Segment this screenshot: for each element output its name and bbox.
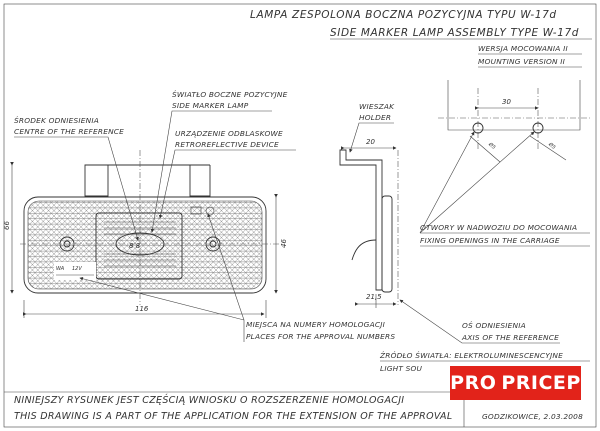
dim-66: 66 xyxy=(3,221,11,230)
label-approval-places-pl: MIEJSCA NA NUMERY HOMOLOGACJI xyxy=(246,320,385,329)
propricep-logo: PRO PRICEP xyxy=(450,366,581,400)
footer-note-pl: NINIEJSZY RYSUNEK JEST CZĘŚCIĄ WNIOSKU O… xyxy=(14,394,404,406)
lamp-body xyxy=(23,196,267,294)
fixing-hole-2 xyxy=(532,122,544,134)
label-mounting-version-pl: WERSJA MOCOWANIA II xyxy=(478,44,568,53)
label-reference-axis-en: AXIS OF THE REFERENCE xyxy=(461,333,559,342)
label-holder-en: HOLDER xyxy=(359,113,391,122)
dim-46: 46 xyxy=(280,239,288,248)
side-marker-module xyxy=(95,212,183,280)
label-reference-axis-pl: OŚ ODNIESIENIA xyxy=(462,321,526,330)
lamp-front-view: 8 8 WA 12V xyxy=(20,150,285,305)
side-view: WIESZAK HOLDER 20 21,5 xyxy=(339,102,399,308)
label-fixing-openings-pl: OTWORY W NADWOZIU DO MOCOWANIA xyxy=(420,223,577,232)
label-retroreflective-en: RETROREFLECTIVE DEVICE xyxy=(175,140,279,149)
logo-text-pro: PRO xyxy=(450,372,497,394)
fixing-hole-1 xyxy=(472,122,484,134)
dim-21-5: 21,5 xyxy=(366,293,382,301)
label-reference-centre-en: CENTRE OF THE REFERENCE xyxy=(14,127,124,136)
label-holder-pl: WIESZAK xyxy=(359,102,395,111)
front-dimensions: 116 66 46 xyxy=(3,162,288,318)
mounting-version-ii: WERSJA MOCOWANIA II MOUNTING VERSION II … xyxy=(438,44,590,163)
label-reference-centre-pl: ŚRODEK ODNIESIENIA xyxy=(14,116,99,125)
title-pl: LAMPA ZESPOLONA BOCZNA POZYCYJNA TYPU W-… xyxy=(250,9,557,21)
wa-mark: WA xyxy=(56,266,65,272)
label-approval-places-en: PLACES FOR THE APPROVAL NUMBERS xyxy=(246,332,395,341)
dim-30: 30 xyxy=(502,98,511,106)
center-digits: 8 8 xyxy=(129,242,141,250)
logo-text-pricep: PRICEP xyxy=(501,372,581,394)
footer-place-date: GODZIKOWICE, 2.03.2008 xyxy=(482,412,583,421)
title-en: SIDE MARKER LAMP ASSEMBLY TYPE W-17d xyxy=(330,27,579,39)
label-side-marker-en: SIDE MARKER LAMP xyxy=(172,101,249,110)
label-side-marker-pl: ŚWIATŁO BOCZNE POZYCYJNE xyxy=(172,90,288,99)
label-fixing-openings-en: FIXING OPENINGS IN THE CARRIAGE xyxy=(420,236,560,245)
left-mounting-hole xyxy=(59,236,75,252)
label-mounting-version-en: MOUNTING VERSION II xyxy=(478,57,565,66)
dim-20: 20 xyxy=(366,138,375,146)
label-retroreflective-pl: URZĄDZENIE ODBLASKOWE xyxy=(175,129,283,138)
label-light-source-en: LIGHT SOU xyxy=(380,364,423,373)
dim-116: 116 xyxy=(135,305,149,313)
dim-hole-d1: Ø5 xyxy=(486,140,497,151)
label-light-source-pl: ŹRÓDŁO ŚWIATŁA: ELEKTROLUMINESCENCYJNE xyxy=(379,351,563,360)
drawing-frame xyxy=(3,3,597,428)
footer-note-en: THIS DRAWING IS A PART OF THE APPLICATIO… xyxy=(14,411,452,422)
dim-hole-d2: Ø5 xyxy=(546,140,557,151)
volt-mark: 12V xyxy=(72,266,82,272)
